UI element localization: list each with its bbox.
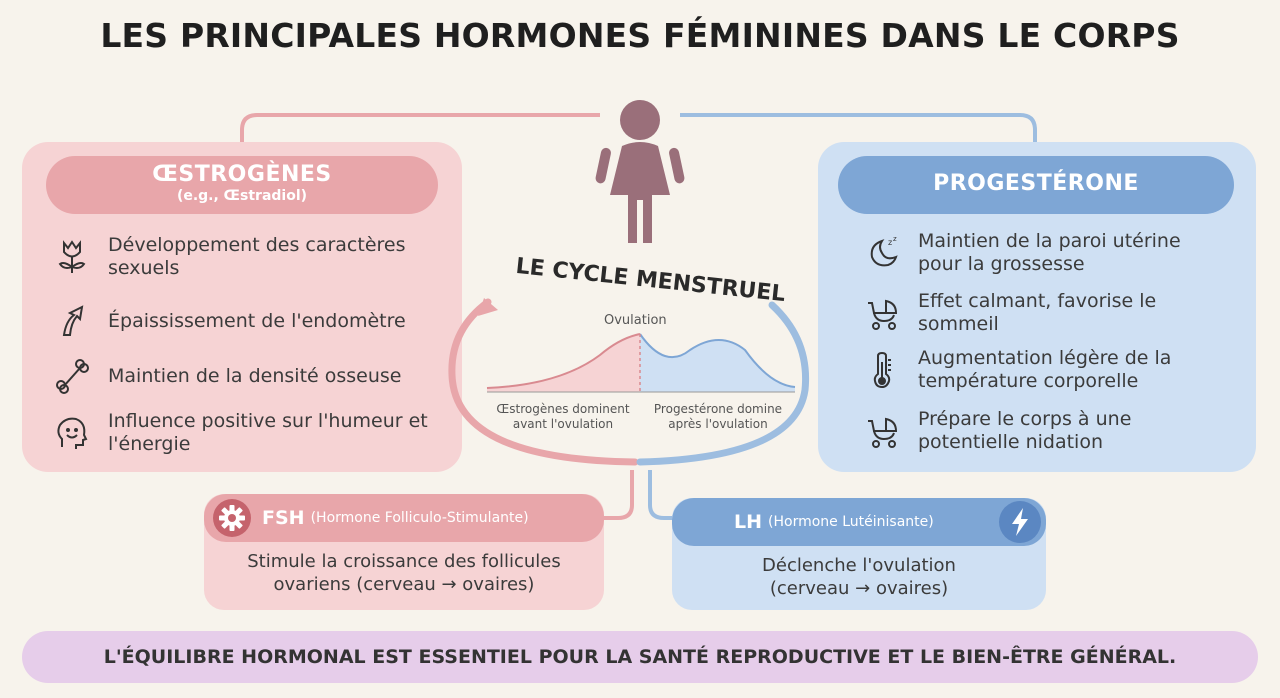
- woman-icon: [595, 100, 685, 243]
- lh-name: LH: [734, 511, 763, 533]
- fsh-full-name: (Hormone Folliculo-Stimulante): [310, 510, 529, 526]
- progesterone-panel: PROGESTÉRONE z z Maintien de la paroi ut…: [818, 142, 1256, 472]
- estrogen-item-text: Maintien de la densité osseuse: [108, 364, 402, 387]
- progesterone-item: Prépare le corps à une potentielle nidat…: [860, 408, 1218, 454]
- estrogen-panel: ŒSTROGÈNES (e.g., Œstradiol) Développeme…: [22, 142, 462, 472]
- estrogen-header: ŒSTROGÈNES (e.g., Œstradiol): [46, 156, 438, 214]
- estrogen-title: ŒSTROGÈNES: [152, 162, 332, 187]
- progesterone-title: PROGESTÉRONE: [933, 171, 1139, 196]
- moon-sleep-icon: z z: [860, 231, 904, 275]
- arrow-up-icon: [50, 299, 94, 343]
- stroller-icon: [860, 409, 904, 453]
- estrogen-item-text: Influence positive sur l'humeur et l'éne…: [108, 410, 428, 455]
- progesterone-item-text: Augmentation légère de la température co…: [918, 347, 1172, 392]
- progesterone-dominance-label: Progestérone domine après l'ovulation: [653, 402, 783, 431]
- svg-text:z: z: [888, 238, 892, 247]
- bone-icon: [50, 354, 94, 398]
- estrogen-item: Épaississement de l'endomètre: [50, 299, 428, 343]
- fsh-name: FSH: [262, 507, 305, 529]
- hormone-curve-chart: [486, 333, 796, 393]
- progesterone-item: Augmentation légère de la température co…: [860, 347, 1218, 393]
- lightning-icon: [998, 500, 1042, 544]
- fsh-header: FSH (Hormone Folliculo-Stimulante): [204, 494, 604, 542]
- lh-header: LH (Hormone Lutéinisante): [672, 498, 1046, 546]
- estrogen-item: Influence positive sur l'humeur et l'éne…: [50, 410, 438, 456]
- fsh-description: Stimule la croissance des follicules ova…: [247, 551, 561, 595]
- ovulation-label: Ovulation: [604, 313, 667, 328]
- svg-text:z: z: [893, 235, 897, 243]
- progesterone-item-text: Maintien de la paroi utérine pour la gro…: [918, 230, 1181, 275]
- footer-banner: L'ÉQUILIBRE HORMONAL EST ESSENTIEL POUR …: [22, 631, 1258, 683]
- stroller-icon: [860, 291, 904, 335]
- estrogen-item-text: Épaississement de l'endomètre: [108, 309, 406, 332]
- gear-icon: [208, 494, 256, 542]
- lh-box: LH (Hormone Lutéinisante) Déclenche l'ov…: [672, 498, 1046, 610]
- progesterone-item: Effet calmant, favorise le sommeil: [860, 290, 1218, 336]
- progesterone-header: PROGESTÉRONE: [838, 156, 1234, 214]
- lh-full-name: (Hormone Lutéinisante): [768, 514, 934, 530]
- estrogen-item-text: Développement des caractères sexuels: [108, 234, 406, 279]
- smiley-icon: [50, 411, 94, 455]
- estrogen-item: Développement des caractères sexuels: [50, 234, 428, 280]
- estrogen-dominance-label: Œstrogènes dominent avant l'ovulation: [496, 402, 630, 431]
- page-title: LES PRINCIPALES HORMONES FÉMININES DANS …: [100, 16, 1180, 55]
- progesterone-item-text: Prépare le corps à une potentielle nidat…: [918, 408, 1132, 453]
- estrogen-subtitle: (e.g., Œstradiol): [176, 188, 308, 204]
- fsh-box: FSH (Hormone Folliculo-Stimulante) Stimu…: [204, 494, 604, 610]
- progesterone-item-text: Effet calmant, favorise le sommeil: [918, 290, 1157, 335]
- thermometer-icon: [860, 348, 904, 392]
- estrogen-item: Maintien de la densité osseuse: [50, 354, 428, 398]
- flower-icon: [50, 235, 94, 279]
- lh-description: Déclenche l'ovulation (cerveau → ovaires…: [762, 555, 956, 599]
- progesterone-item: z z Maintien de la paroi utérine pour la…: [860, 230, 1218, 276]
